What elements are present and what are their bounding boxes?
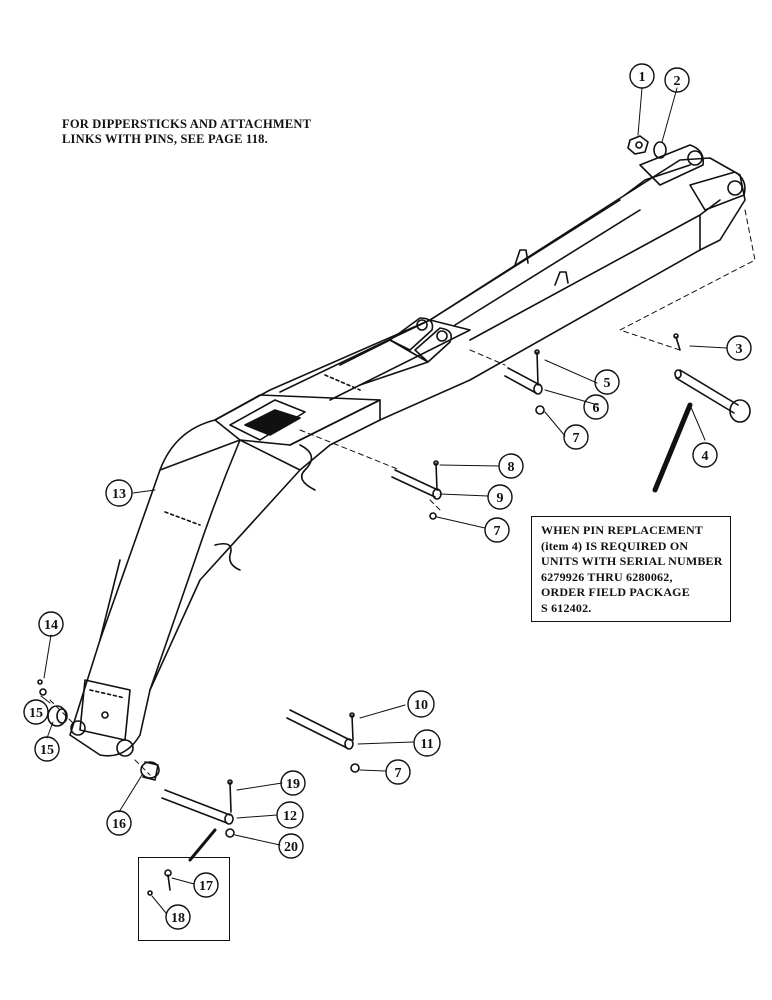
nut-1 — [627, 135, 649, 155]
callout-12: 12 — [276, 801, 304, 829]
dipperstick-note: FOR DIPPERSTICKS AND ATTACHMENT LINKS WI… — [62, 117, 332, 147]
callout-17: 17 — [193, 872, 219, 898]
svg-text:19: 19 — [286, 777, 300, 792]
pin-9-group — [391, 460, 442, 520]
inset-parts — [147, 869, 172, 896]
svg-text:9: 9 — [497, 491, 504, 506]
callout-4: 4 — [692, 442, 718, 468]
pin-note-line-3: UNITS WITH SERIAL NUMBER — [541, 554, 723, 568]
svg-text:15: 15 — [40, 743, 54, 758]
callout-18: 18 — [165, 904, 191, 930]
callout-14: 14 — [38, 611, 64, 637]
svg-text:6: 6 — [593, 401, 600, 416]
callout-20: 20 — [278, 833, 304, 859]
callout-11: 11 — [413, 729, 441, 757]
pin-note-line-5: ORDER FIELD PACKAGE — [541, 585, 690, 599]
svg-text:15: 15 — [29, 706, 43, 721]
svg-text:13: 13 — [112, 487, 126, 502]
svg-text:10: 10 — [414, 698, 428, 713]
svg-text:11: 11 — [420, 737, 433, 752]
callout-15b: 15 — [34, 736, 60, 762]
callout-9: 9 — [487, 484, 513, 510]
svg-text:3: 3 — [736, 342, 743, 357]
callout-2: 2 — [664, 67, 690, 93]
callout-15: 15 — [23, 699, 49, 725]
bushing-15 — [37, 679, 68, 727]
callout-6: 6 — [583, 394, 609, 420]
washer-2 — [653, 141, 667, 159]
pin-note-line-6: S 612402. — [541, 600, 592, 615]
pin-note-line-1: WHEN PIN REPLACEMENT — [541, 523, 704, 537]
svg-text:2: 2 — [674, 74, 681, 89]
callout-7c: 7 — [385, 759, 411, 785]
svg-text:8: 8 — [508, 460, 515, 475]
svg-text:16: 16 — [112, 817, 126, 832]
pin-note-line-2: (item 4) IS REQUIRED ON — [541, 538, 689, 553]
pin-4-group — [673, 333, 751, 423]
svg-text:12: 12 — [283, 809, 297, 824]
pin-11-group — [286, 709, 360, 773]
boom-arm — [69, 144, 746, 757]
svg-text:4: 4 — [702, 449, 709, 464]
svg-text:5: 5 — [604, 376, 611, 391]
pin-note-line-4: 6279926 THRU 6280062, — [541, 569, 673, 584]
pin-6-group — [504, 349, 545, 415]
inset-detail-box — [138, 857, 230, 941]
svg-text:1: 1 — [639, 70, 646, 85]
dipperstick-note-line-1: FOR DIPPERSTICKS AND ATTACHMENT — [62, 117, 312, 131]
callout-19: 19 — [280, 770, 306, 796]
svg-text:7: 7 — [395, 766, 402, 781]
callout-3: 3 — [726, 335, 752, 361]
svg-text:14: 14 — [44, 618, 58, 633]
callout-10: 10 — [407, 690, 435, 718]
pin-12-group — [161, 779, 235, 862]
svg-text:20: 20 — [284, 840, 298, 855]
bushing-16 — [140, 761, 160, 781]
dipperstick-note-line-2: LINKS WITH PINS, SEE PAGE 118. — [62, 132, 268, 146]
pin-replacement-note: WHEN PIN REPLACEMENT (item 4) IS REQUIRE… — [531, 516, 731, 622]
callout-13: 13 — [105, 479, 133, 507]
boom-plate — [244, 409, 301, 436]
svg-text:7: 7 — [494, 524, 501, 539]
svg-text:7: 7 — [573, 431, 580, 446]
callout-16: 16 — [106, 810, 132, 836]
svg-text:18: 18 — [171, 911, 185, 926]
callout-7: 7 — [563, 424, 589, 450]
callout-1: 1 — [629, 63, 655, 89]
callout-5: 5 — [594, 369, 620, 395]
callout-7b: 7 — [484, 517, 510, 543]
callout-8: 8 — [498, 453, 524, 479]
svg-text:17: 17 — [199, 879, 213, 894]
